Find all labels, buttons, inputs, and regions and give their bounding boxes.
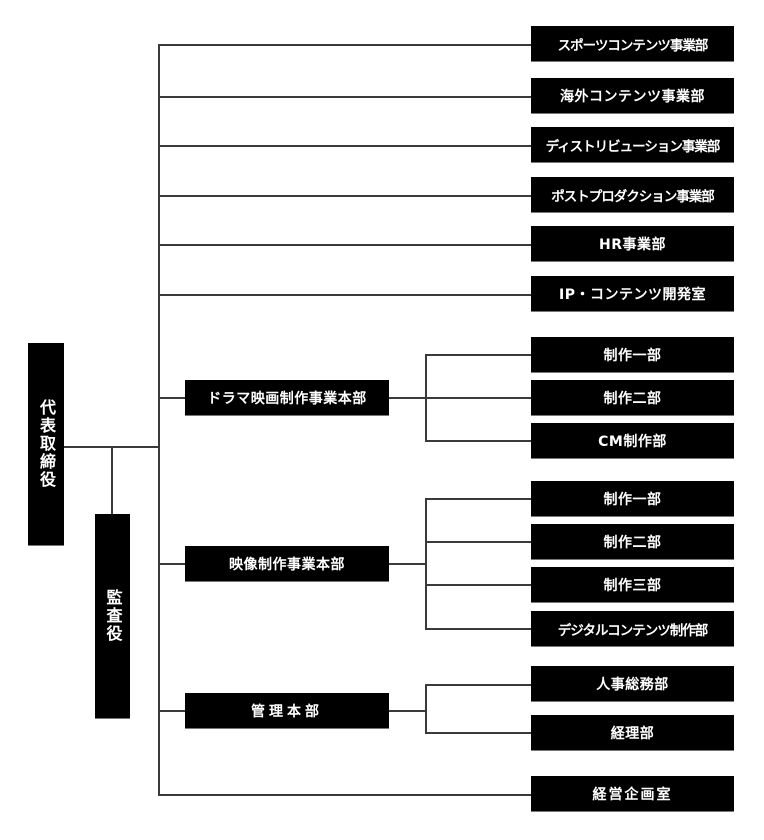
division-drama-film: ドラマ映画制作事業本部 — [185, 380, 389, 415]
branch-line — [158, 244, 531, 246]
sub-trunk-line — [425, 684, 427, 734]
dept-sports-contents: スポーツコンテンツ事業部 — [531, 26, 734, 61]
branch-line — [425, 584, 531, 586]
dept-post-production: ポストプロダクション事業部 — [531, 177, 734, 212]
auditor-box: 監査役 — [95, 514, 130, 718]
dept-accounting: 経理部 — [531, 715, 734, 750]
branch-line — [425, 541, 531, 543]
ceo-box: 代表取締役 — [28, 343, 64, 545]
branch-line — [158, 96, 531, 98]
dept-ip-contents-dev: IP・コンテンツ開発室 — [531, 276, 734, 311]
dept-production-1: 制作一部 — [531, 481, 734, 516]
dept-cm-production: CM制作部 — [531, 423, 734, 458]
branch-line — [425, 440, 531, 442]
dept-production-2: 制作二部 — [531, 380, 734, 415]
auditor-connector-line — [111, 446, 113, 514]
branch-line — [158, 145, 531, 147]
division-administration: 管理本部 — [185, 693, 389, 728]
branch-line — [425, 498, 531, 500]
sub-trunk-line — [425, 354, 427, 442]
branch-line — [389, 710, 427, 712]
dept-production-3: 制作三部 — [531, 567, 734, 602]
branch-line — [158, 294, 531, 296]
dept-production-2: 制作二部 — [531, 524, 734, 559]
main-trunk-line — [158, 44, 160, 795]
branch-line — [158, 563, 185, 565]
branch-line — [158, 195, 531, 197]
branch-line — [425, 628, 531, 630]
branch-line — [158, 44, 531, 46]
dept-hr: HR事業部 — [531, 226, 734, 261]
dept-digital-contents: デジタルコンテンツ制作部 — [531, 611, 734, 646]
dept-distribution: ディストリビューション事業部 — [531, 127, 734, 162]
dept-production-1: 制作一部 — [531, 337, 734, 372]
branch-line — [158, 794, 531, 796]
dept-hr-general-affairs: 人事総務部 — [531, 666, 734, 701]
branch-line — [425, 354, 531, 356]
dept-overseas-contents: 海外コンテンツ事業部 — [531, 78, 734, 113]
office-corporate-planning: 経営企画室 — [531, 776, 734, 811]
branch-line — [158, 710, 185, 712]
division-video-production: 映像制作事業本部 — [185, 546, 389, 581]
branch-line — [389, 397, 531, 399]
branch-line — [425, 684, 531, 686]
branch-line — [389, 563, 427, 565]
branch-line — [425, 732, 531, 734]
branch-line — [158, 397, 185, 399]
sub-trunk-line — [425, 498, 427, 630]
